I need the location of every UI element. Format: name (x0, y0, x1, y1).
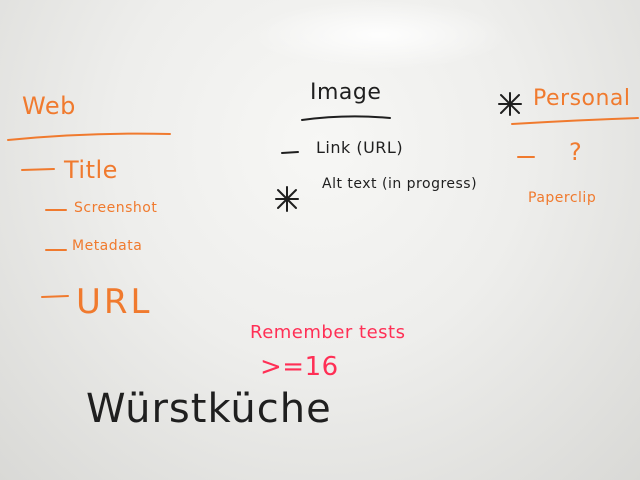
personal-item-unknown: ? (569, 138, 583, 166)
web-dash-1 (21, 168, 55, 171)
reminder-line-1: Remember tests (250, 322, 406, 343)
web-heading: Web (22, 92, 76, 120)
web-dash-4 (41, 295, 69, 298)
image-item-link: Link (URL) (316, 138, 404, 157)
personal-underline (511, 117, 639, 125)
bottom-word: Würstküche (86, 386, 332, 432)
reminder-line-2: >=16 (260, 352, 339, 382)
web-dash-3 (45, 249, 67, 251)
image-underline (301, 115, 391, 121)
image-heading: Image (310, 80, 382, 105)
web-item-screenshot: Screenshot (74, 200, 158, 216)
image-item-alt-text: Alt text (in progress) (322, 176, 478, 192)
personal-heading: Personal (533, 86, 631, 111)
light-glare (250, 0, 510, 70)
web-item-metadata: Metadata (72, 238, 143, 254)
image-dash-1 (281, 151, 299, 154)
asterisk-icon (498, 92, 522, 116)
web-underline (7, 132, 171, 141)
web-item-url: URL (76, 282, 153, 322)
personal-item-paperclip: Paperclip (528, 190, 597, 206)
asterisk-icon (275, 186, 299, 212)
personal-dash-1 (517, 156, 535, 158)
web-item-title: Title (64, 156, 118, 184)
web-dash-2 (45, 209, 67, 211)
